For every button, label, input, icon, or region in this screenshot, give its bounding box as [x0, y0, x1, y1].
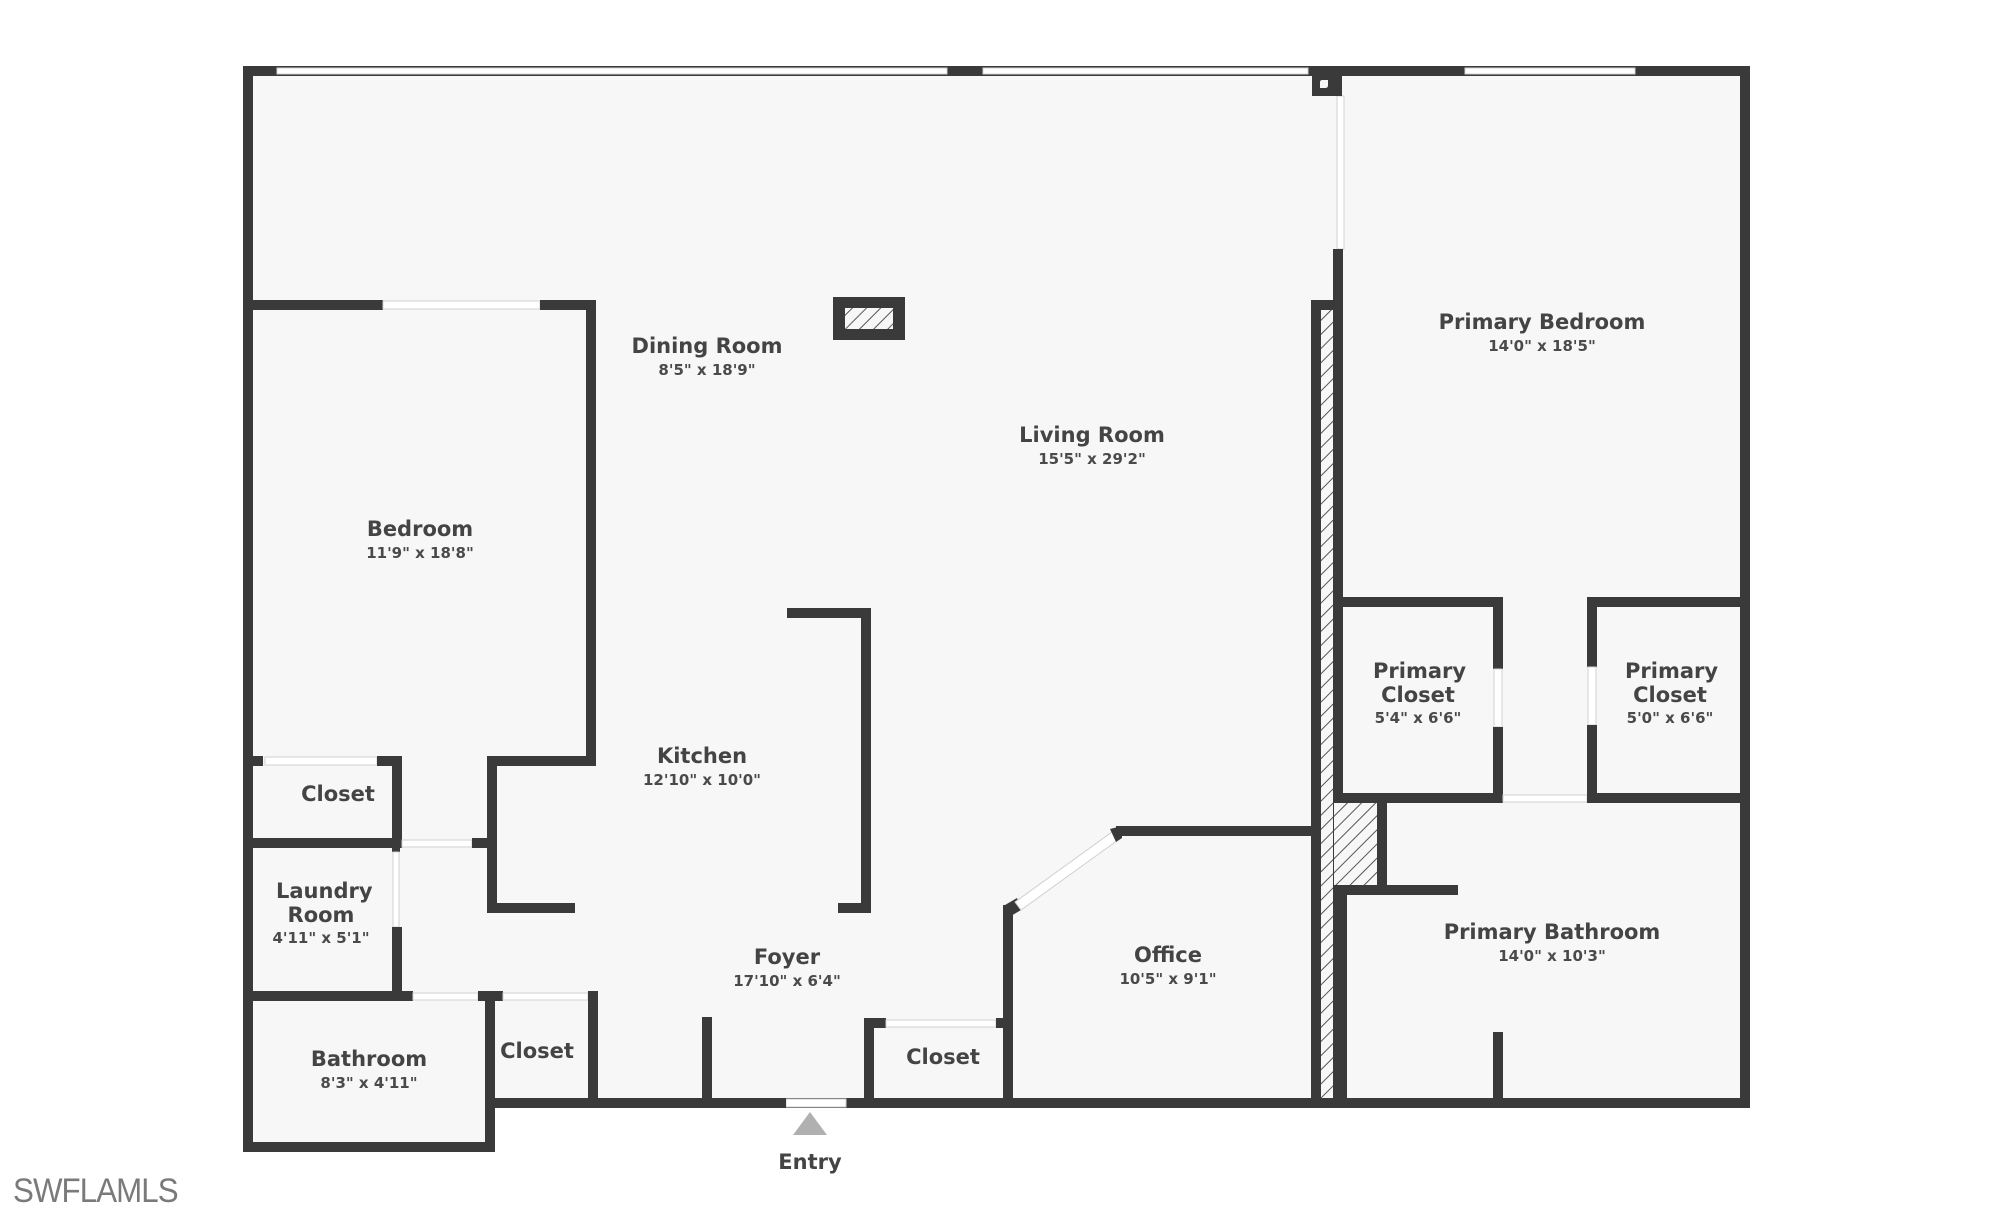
primary-closet-walls	[1337, 597, 1750, 803]
left-rooms-walls	[243, 756, 712, 1108]
room-dimensions: 5'0" x 6'6"	[1626, 709, 1714, 728]
room-label-primary-bedroom: Primary Bedroom 14'0" x 18'5"	[1438, 310, 1646, 355]
room-name: Dining Room	[631, 334, 783, 358]
kitchen-counter	[787, 608, 871, 913]
room-label-closet-foyer: Closet	[906, 1045, 980, 1070]
room-label-primary-closet-right: Primary Closet 5'0" x 6'6"	[1625, 659, 1719, 728]
room-dimensions: 15'5" x 29'2"	[1038, 449, 1146, 468]
room-dimensions: 14'0" x 10'3"	[1498, 946, 1606, 965]
entry-door[interactable]	[785, 1098, 847, 1108]
room-label-office: Office 10'5" x 9'1"	[1119, 943, 1217, 988]
room-label-bathroom: Bathroom 8'3" x 4'11"	[310, 1047, 428, 1092]
room-dimensions: 10'5" x 9'1"	[1119, 969, 1217, 988]
office-walls	[1003, 826, 1321, 1105]
room-label-kitchen: Kitchen 12'10" x 10'0"	[643, 744, 761, 789]
entry-label: Entry	[778, 1150, 842, 1174]
room-label-foyer: Foyer 17'10" x 6'4"	[733, 945, 841, 990]
room-name: Primary Closet	[1373, 659, 1467, 707]
room-label-closet-hall: Closet	[500, 1039, 574, 1064]
room-name: Closet	[906, 1045, 980, 1069]
entry-arrow-icon	[793, 1112, 827, 1135]
room-label-dining-room: Dining Room 8'5" x 18'9"	[631, 334, 783, 379]
primary-bath-walls	[1333, 803, 1503, 1103]
room-name: Closet	[500, 1039, 574, 1063]
room-name: Living Room	[1019, 423, 1165, 447]
center-divider	[1311, 76, 1343, 1108]
bedroom-walls	[243, 300, 596, 913]
floor-areas	[243, 66, 1750, 1152]
room-dimensions: 17'10" x 6'4"	[733, 971, 841, 990]
room-name: Primary Bathroom	[1443, 920, 1661, 944]
room-dimensions: 14'0" x 18'5"	[1488, 336, 1596, 355]
room-label-bedroom: Bedroom 11'9" x 18'8"	[366, 517, 474, 562]
room-name: Office	[1134, 943, 1202, 967]
room-name: Primary Bedroom	[1438, 310, 1646, 334]
windows	[276, 67, 1636, 250]
room-dimensions: 12'10" x 10'0"	[643, 770, 761, 789]
room-label-primary-closet-left: Primary Closet 5'4" x 6'6"	[1373, 659, 1467, 728]
room-dimensions: 8'5" x 18'9"	[658, 360, 756, 379]
room-label-laundry-room: Laundry Room 4'11" x 5'1"	[272, 879, 373, 948]
watermark-logo: SWFLAMLS	[13, 1172, 179, 1210]
room-label-primary-bathroom: Primary Bathroom 14'0" x 10'3"	[1443, 920, 1661, 965]
room-label-living-room: Living Room 15'5" x 29'2"	[1019, 423, 1165, 468]
room-name: Primary Closet	[1625, 659, 1719, 707]
chimney	[833, 297, 905, 340]
room-dimensions: 4'11" x 5'1"	[272, 929, 370, 948]
room-dimensions: 5'4" x 6'6"	[1374, 709, 1462, 728]
room-dimensions: 11'9" x 18'8"	[366, 543, 474, 562]
room-dimensions: 8'3" x 4'11"	[320, 1073, 418, 1092]
room-name: Kitchen	[656, 744, 748, 768]
room-name: Bathroom	[310, 1047, 428, 1071]
room-name: Laundry Room	[276, 879, 373, 927]
room-name: Bedroom	[366, 517, 474, 541]
room-name: Foyer	[753, 945, 821, 969]
room-name: Closet	[301, 782, 375, 806]
room-label-closet-bedroom: Closet	[301, 782, 375, 807]
